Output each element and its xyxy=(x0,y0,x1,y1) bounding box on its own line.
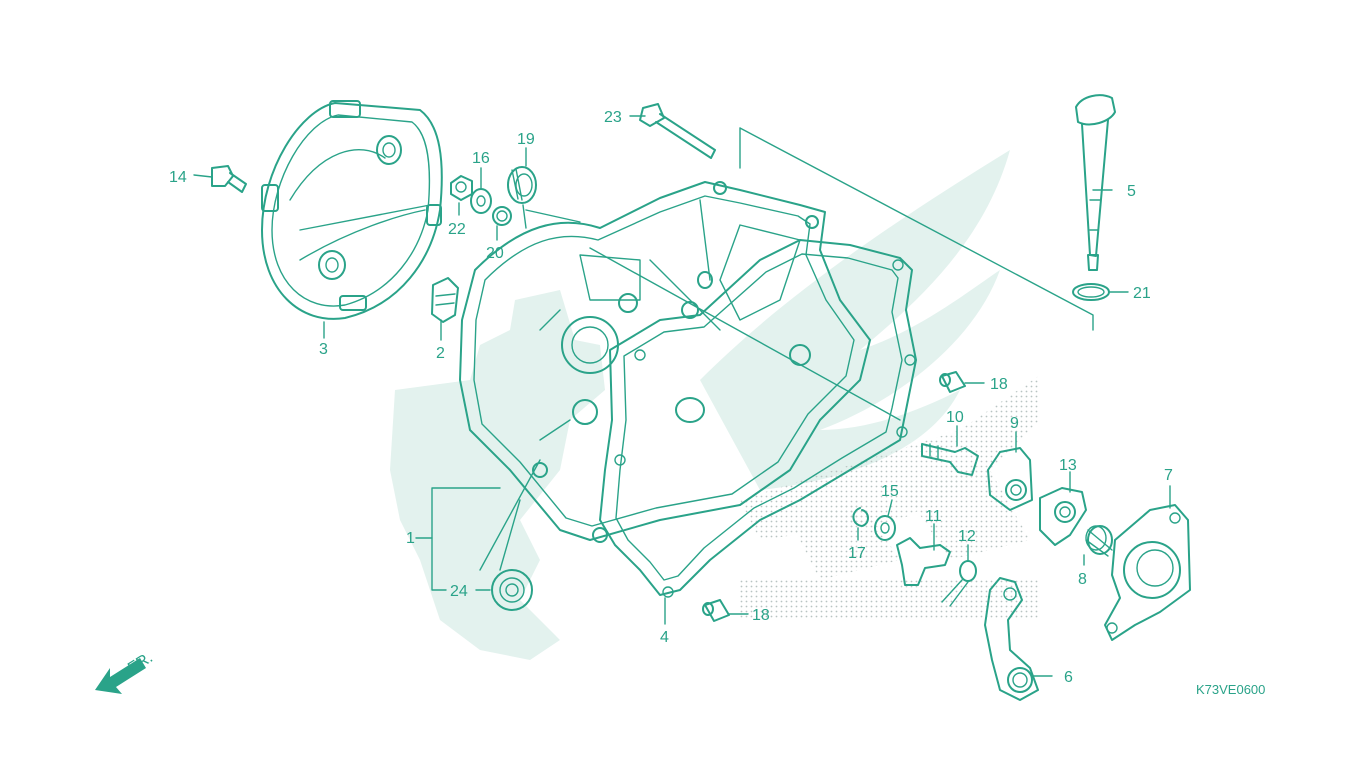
cover-part-7[interactable] xyxy=(1104,504,1191,641)
o-ring-part-20[interactable] xyxy=(492,206,512,226)
cam-part-11[interactable] xyxy=(896,537,951,586)
reference-lines xyxy=(522,127,1094,421)
callout-11: 11 xyxy=(925,508,942,525)
lifter-plate-part-9[interactable] xyxy=(987,447,1033,511)
washer-part-15[interactable] xyxy=(874,515,896,541)
callout-16: 16 xyxy=(472,150,490,167)
callout-7: 7 xyxy=(1164,467,1173,484)
drawing-code: K73VE0600 xyxy=(1196,682,1265,697)
clutch-cover-part-3[interactable] xyxy=(261,100,443,320)
callout-1: 1 xyxy=(406,530,415,547)
callout-18-upper: 18 xyxy=(990,376,1008,393)
callout-23: 23 xyxy=(604,109,622,126)
dipstick-part-5[interactable] xyxy=(1075,94,1116,271)
callout-15: 15 xyxy=(881,483,899,500)
callout-21: 21 xyxy=(1133,285,1151,302)
shaft-part-10[interactable] xyxy=(921,443,979,476)
bolt-part-14[interactable] xyxy=(211,165,247,193)
spring-part-8[interactable] xyxy=(1085,525,1113,557)
front-direction-arrow: FR. xyxy=(95,649,156,694)
callout-3: 3 xyxy=(319,341,328,358)
bolt-part-23[interactable] xyxy=(639,103,716,159)
callout-4: 4 xyxy=(660,629,669,646)
callout-14: 14 xyxy=(169,169,187,186)
o-ring-part-21[interactable] xyxy=(1072,283,1110,301)
callout-18-lower: 18 xyxy=(752,607,770,624)
callout-6: 6 xyxy=(1064,669,1073,686)
gasket-part-4[interactable] xyxy=(599,239,917,598)
callout-10: 10 xyxy=(946,409,964,426)
callout-2: 2 xyxy=(436,345,445,362)
bearing-part-24[interactable] xyxy=(491,569,533,611)
oil-seal-part-19[interactable] xyxy=(507,166,537,204)
honda-logo-watermark xyxy=(740,375,1040,620)
callout-20: 20 xyxy=(486,245,504,262)
lever-part-6[interactable] xyxy=(984,577,1039,701)
callout-13: 13 xyxy=(1059,457,1077,474)
callout-17: 17 xyxy=(848,545,866,562)
callout-19: 19 xyxy=(517,131,535,148)
callout-labels: 1 2 3 4 5 6 7 8 9 10 11 12 13 14 15 16 1… xyxy=(169,109,1173,686)
callout-5: 5 xyxy=(1127,183,1136,200)
nut-part-22[interactable] xyxy=(450,175,473,201)
leader-lines xyxy=(193,115,1171,677)
washer-part-16[interactable] xyxy=(470,188,492,214)
spring-part-12[interactable] xyxy=(941,560,977,607)
holder-part-13[interactable] xyxy=(1039,487,1087,546)
callout-12: 12 xyxy=(958,528,976,545)
crankcase-cover-part-1[interactable] xyxy=(459,181,871,543)
callout-24: 24 xyxy=(450,583,468,600)
dowel-pin-part-18-upper[interactable] xyxy=(939,371,966,393)
callout-22: 22 xyxy=(448,221,466,238)
callout-9: 9 xyxy=(1010,415,1019,432)
clip-part-17[interactable] xyxy=(852,507,869,527)
callout-8: 8 xyxy=(1078,571,1087,588)
guide-part-2[interactable] xyxy=(431,277,459,323)
dowel-pin-part-18-lower[interactable] xyxy=(702,599,730,622)
